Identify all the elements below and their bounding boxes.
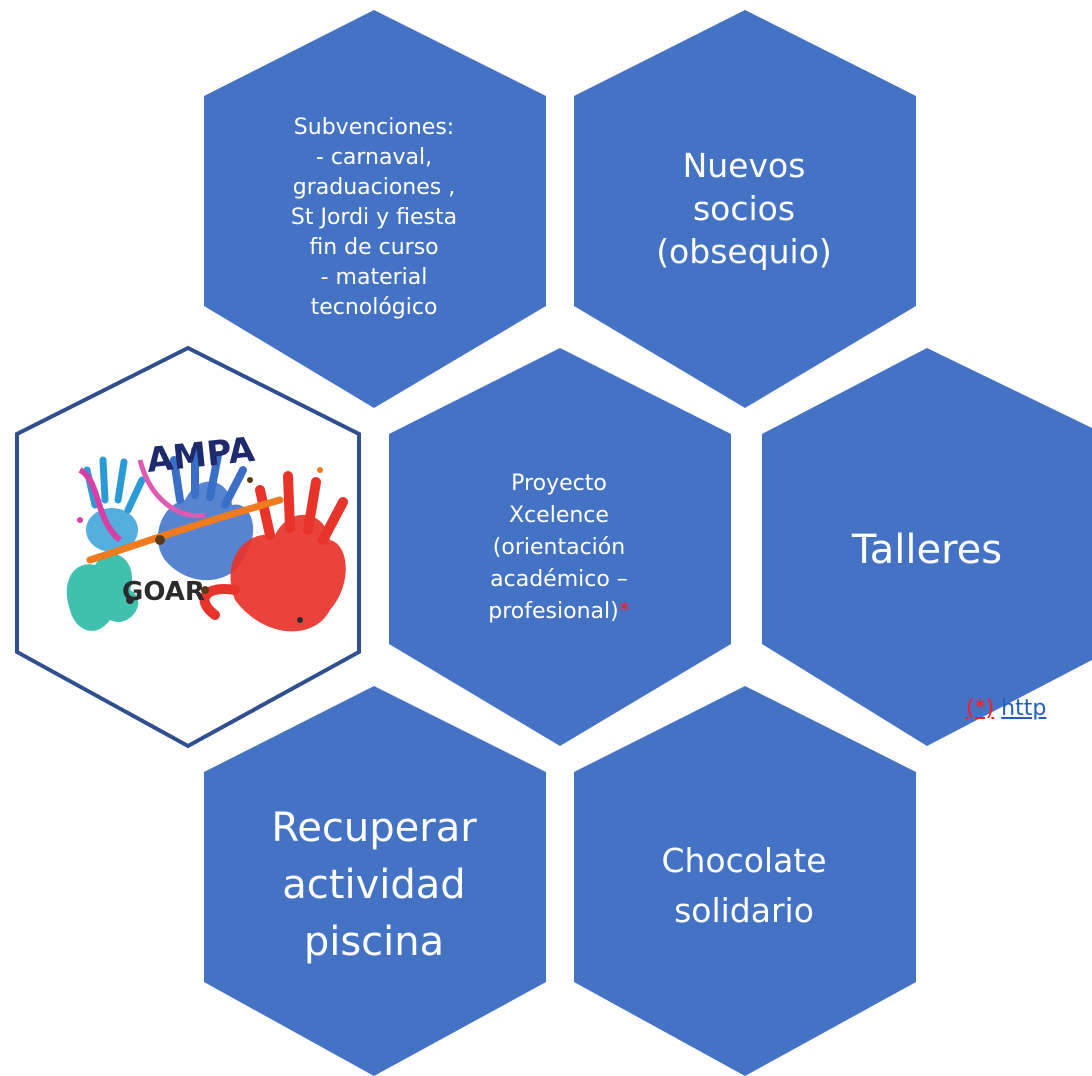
asterisk-mark: * <box>618 599 630 624</box>
hex-text-chocolate-solidario: Chocolate solidario <box>584 826 904 946</box>
hex-text-talleres: Talleres <box>772 510 1082 590</box>
proyecto-xcelence-label: Proyecto Xcelence (orientación académico… <box>488 471 630 624</box>
footnote-link[interactable]: http <box>1001 696 1047 721</box>
hex-text-subvenciones: Subvenciones: - carnaval, graduaciones ,… <box>214 78 534 358</box>
logo-text-bottom: GOAR <box>122 577 205 607</box>
hex-text-recuperar-piscina: Recuperar actividad piscina <box>214 790 534 980</box>
nuevos-socios-label: Nuevos socios (obsequio) <box>656 145 832 271</box>
recuperar-piscina-label: Recuperar actividad piscina <box>271 804 477 965</box>
footnote-mark: (*) <box>966 696 995 721</box>
hex-chocolate-solidario <box>574 686 916 1076</box>
hex-text-proyecto-xcelence: Proyecto Xcelence (orientación académico… <box>399 448 719 648</box>
hex-nuevos-socios <box>574 10 916 408</box>
hex-recuperar-piscina <box>204 686 546 1076</box>
hex-proyecto-xcelence <box>389 348 731 746</box>
chocolate-solidario-label: Chocolate solidario <box>661 841 827 930</box>
footnote: (*) http <box>966 696 1046 721</box>
hex-subvenciones <box>204 10 546 408</box>
ampa-goar-logo <box>66 446 348 632</box>
hex-text-nuevos-socios: Nuevos socios (obsequio) <box>584 128 904 288</box>
subvenciones-label: Subvenciones: - carnaval, graduaciones ,… <box>290 115 458 320</box>
hex-talleres <box>762 348 1092 746</box>
talleres-label: Talleres <box>851 527 1003 573</box>
